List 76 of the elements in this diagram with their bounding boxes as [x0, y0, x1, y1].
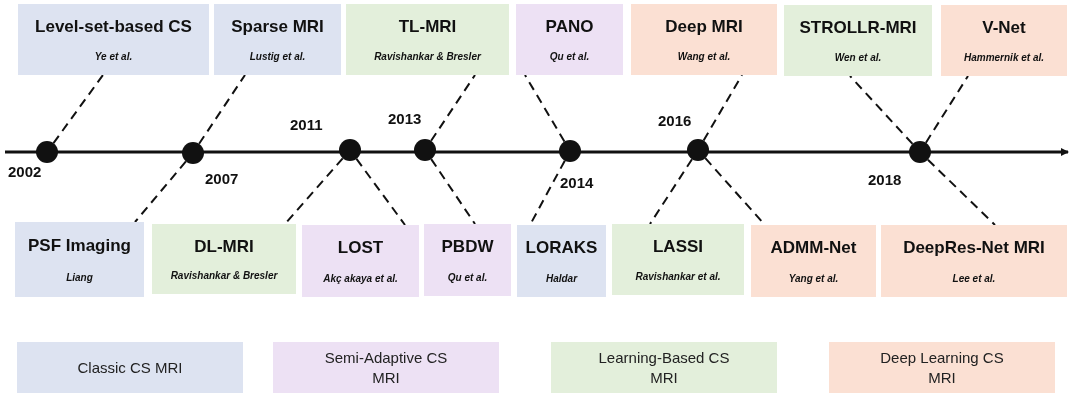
method-name: ADMM-Net [770, 238, 857, 259]
method-name: DeepRes-Net MRI [903, 238, 1045, 259]
year-label: 2011 [290, 116, 323, 133]
method-box [152, 224, 296, 294]
method-name: Level-set-based CS [35, 17, 192, 37]
method-box [751, 225, 876, 297]
dashed-connector [649, 158, 693, 225]
author-text: Hammernik et al. [963, 52, 1044, 63]
author-text: Wen et al. [834, 52, 882, 63]
dashed-connector [284, 157, 344, 225]
method-name: LOST [337, 238, 384, 259]
method-name: LASSI [652, 237, 704, 257]
method-name: V-Net [982, 18, 1026, 38]
method-box [941, 5, 1067, 76]
author-text: Lee et al. [952, 272, 996, 284]
year-label: 2002 [8, 163, 42, 180]
author-text: Akç akaya et al. [323, 272, 398, 284]
author-text: Haldar [545, 272, 578, 284]
legend-text: Learning-Based CS MRI [597, 348, 731, 387]
year-label: 2013 [388, 110, 422, 127]
year-label: 2007 [205, 170, 239, 187]
method-box [612, 224, 744, 295]
legend-text: Deep Learning CS MRI [879, 348, 1005, 387]
method-box [517, 225, 606, 297]
author-text: Wang et al. [677, 51, 731, 62]
timeline-dot [414, 139, 436, 161]
method-box [631, 4, 777, 75]
method-box [516, 4, 623, 75]
author-text: Ye et al. [94, 51, 133, 62]
method-name: DL-MRI [194, 236, 254, 257]
dashed-connector [524, 74, 566, 143]
timeline-dot [559, 140, 581, 162]
method-box [346, 4, 509, 75]
year-label: 2018 [868, 171, 902, 188]
dashed-connector [198, 74, 246, 145]
dashed-connector [702, 74, 743, 142]
method-box [302, 225, 419, 297]
method-box [424, 224, 511, 296]
dashed-connector [926, 158, 996, 226]
legend-text: Classic CS MRI [76, 357, 184, 378]
timeline-dot [909, 141, 931, 163]
method-name: TL-MRI [398, 17, 457, 37]
method-box [15, 222, 144, 297]
method-name: PANO [545, 17, 594, 37]
method-name: STROLLR-MRI [799, 18, 917, 38]
method-box [784, 5, 932, 76]
dashed-connector [52, 74, 104, 145]
author-text: Qu et al. [447, 271, 488, 283]
dashed-connector [430, 158, 476, 225]
timeline-dot [36, 141, 58, 163]
dashed-connector [849, 75, 914, 145]
year-label: 2016 [658, 112, 692, 129]
method-box [18, 4, 209, 75]
method-box [881, 225, 1067, 297]
method-name: PSF Imaging [28, 236, 131, 256]
timeline-dot [339, 139, 361, 161]
dashed-connector [355, 157, 406, 226]
dashed-connector [430, 74, 476, 142]
method-name: Sparse MRI [231, 17, 324, 37]
author-text: Lustig et al. [249, 51, 306, 62]
method-name: PBDW [441, 237, 494, 258]
author-text: Liang [66, 272, 93, 283]
method-name: Deep MRI [665, 17, 743, 37]
author-text: Ravishankar et al. [635, 271, 721, 282]
author-text: Ravishankar & Bresler [374, 51, 481, 62]
author-text: Qu et al. [549, 51, 590, 62]
dashed-connector [924, 75, 969, 144]
method-name: LORAKS [525, 238, 598, 259]
author-text: Yang et al. [788, 272, 839, 284]
year-label: 2014 [560, 174, 594, 191]
dashed-connector [134, 160, 187, 223]
legend-text: Semi-Adaptive CS MRI [323, 348, 449, 387]
method-box [214, 4, 341, 75]
author-text: Ravishankar & Bresler [170, 270, 278, 282]
timeline-dot [687, 139, 709, 161]
timeline-dot [182, 142, 204, 164]
